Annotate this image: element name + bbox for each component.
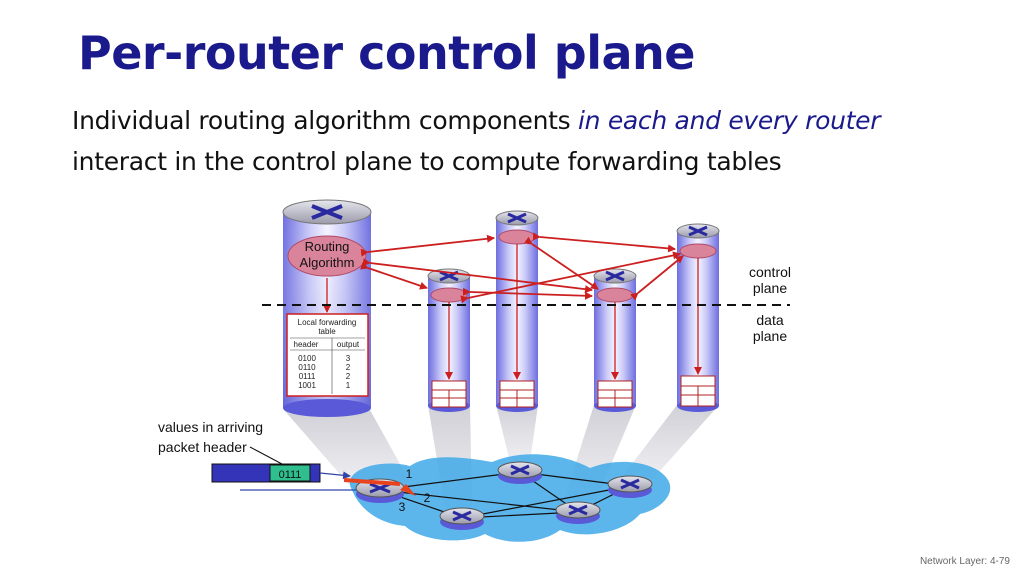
packet-label-pointer — [249, 446, 283, 465]
page-title: Per-router control plane — [78, 26, 695, 80]
subtitle-text-1: Individual routing algorithm components — [72, 106, 578, 135]
control-plane-arrows — [360, 232, 684, 304]
packet-header-value: 0111 — [279, 469, 302, 481]
output-arrow — [343, 478, 416, 496]
router-icon-bottom-right — [555, 501, 601, 524]
packet-label-line1: values in arriving — [158, 419, 263, 435]
router-icon-right — [607, 475, 653, 498]
packet-label-line2: packet header — [158, 439, 247, 455]
table-row-3-output: 2 — [346, 372, 351, 381]
table-row-4-output: 1 — [346, 381, 351, 390]
control-plane-label-line2: plane — [753, 280, 787, 296]
routing-algorithm-line2: Algorithm — [300, 255, 355, 270]
arriving-packet: 0111 — [211, 463, 356, 491]
table-row-1-header: 0100 — [298, 354, 316, 363]
routing-algorithm: Routing Algorithm — [287, 235, 367, 277]
port-label-3: 3 — [399, 500, 406, 514]
table-row-3-header: 0111 — [299, 372, 316, 381]
subtitle-text-2: interact in the control plane to compute… — [72, 147, 782, 176]
subtitle-emphasis: in each and every router — [577, 106, 881, 135]
table-header-header: header — [294, 340, 319, 349]
router-icon-top — [497, 461, 543, 484]
table-title-line2: table — [318, 327, 336, 336]
data-plane-label-line2: plane — [753, 328, 787, 344]
slide-footer: Network Layer: 4-79 — [919, 556, 1010, 567]
router-icon-bottom-left — [439, 507, 485, 530]
table-row-2-output: 2 — [346, 363, 351, 372]
subtitle: Individual routing algorithm components … — [72, 100, 881, 182]
small-forwarding-tables — [431, 375, 716, 408]
table-row-4-header: 1001 — [298, 381, 316, 390]
table-title-line1: Local forwarding — [298, 318, 357, 327]
port-label-2: 2 — [424, 491, 431, 505]
local-forwarding-table: Local forwarding table header output 010… — [286, 313, 369, 397]
data-plane-label-line1: data — [756, 312, 783, 328]
table-row-2-header: 0110 — [298, 363, 316, 372]
routing-algorithm-line1: Routing — [305, 239, 350, 254]
control-plane-label-line1: control — [749, 264, 791, 280]
table-header-output: output — [337, 340, 360, 349]
table-row-1-output: 3 — [346, 354, 351, 363]
port-label-1: 1 — [406, 467, 413, 481]
